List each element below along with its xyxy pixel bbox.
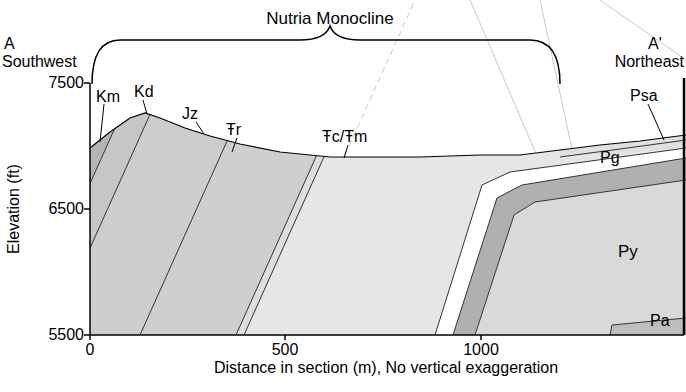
direction-label: Northeast bbox=[615, 54, 684, 70]
unit-label: Ŧc/Ŧm bbox=[322, 129, 367, 145]
unit-label: Py bbox=[618, 243, 638, 260]
axis-title: Elevation (ft) bbox=[6, 164, 22, 254]
unit-label: Jz bbox=[182, 106, 198, 122]
axis-title: Distance in section (m), No vertical exa… bbox=[214, 360, 558, 376]
axis-tick-label: 6500 bbox=[48, 201, 84, 217]
unit-label: Pa bbox=[650, 313, 670, 329]
unit-label: Psa bbox=[630, 88, 658, 104]
direction-label: Southwest bbox=[2, 54, 77, 70]
unit-label: Pg bbox=[600, 150, 620, 166]
section-end: A' bbox=[648, 36, 662, 52]
axis-tick-label: 1000 bbox=[463, 342, 499, 358]
axis-tick-label: 0 bbox=[86, 342, 95, 358]
unit-label: Kd bbox=[134, 84, 154, 100]
axis-tick-label: 5500 bbox=[48, 327, 84, 343]
unit-label: Km bbox=[96, 89, 120, 105]
axis-tick-label: 500 bbox=[272, 342, 299, 358]
section-end: A bbox=[4, 36, 15, 52]
unit-label: Ŧr bbox=[226, 122, 241, 138]
axis-tick-label: 7500 bbox=[48, 75, 84, 91]
structure-name: Nutria Monocline bbox=[266, 10, 394, 27]
